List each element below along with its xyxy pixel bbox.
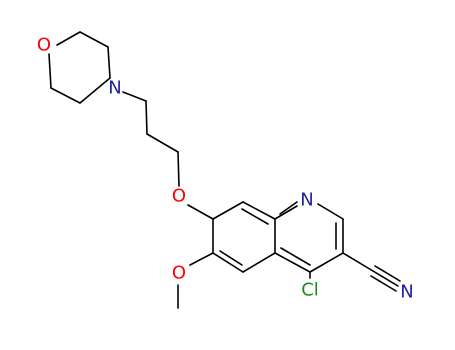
methoxy-oxygen-label: O [172, 263, 186, 284]
nitrile-nitrogen-label: N [400, 282, 413, 303]
morpholine-oxygen-label: O [37, 35, 51, 56]
propyl-chain [122, 91, 214, 220]
nitrile-group [342, 252, 401, 292]
chlorine-label: Cl [301, 280, 319, 301]
pyridine-ring [274, 201, 344, 273]
ring-nitrogen-label: N [300, 190, 313, 211]
morpholine-ring [48, 31, 111, 104]
methoxy-group [177, 252, 214, 309]
ether-oxygen-label: O [172, 186, 186, 207]
benzo-ring [212, 201, 276, 273]
morpholine-nitrogen-label: N [108, 78, 121, 99]
